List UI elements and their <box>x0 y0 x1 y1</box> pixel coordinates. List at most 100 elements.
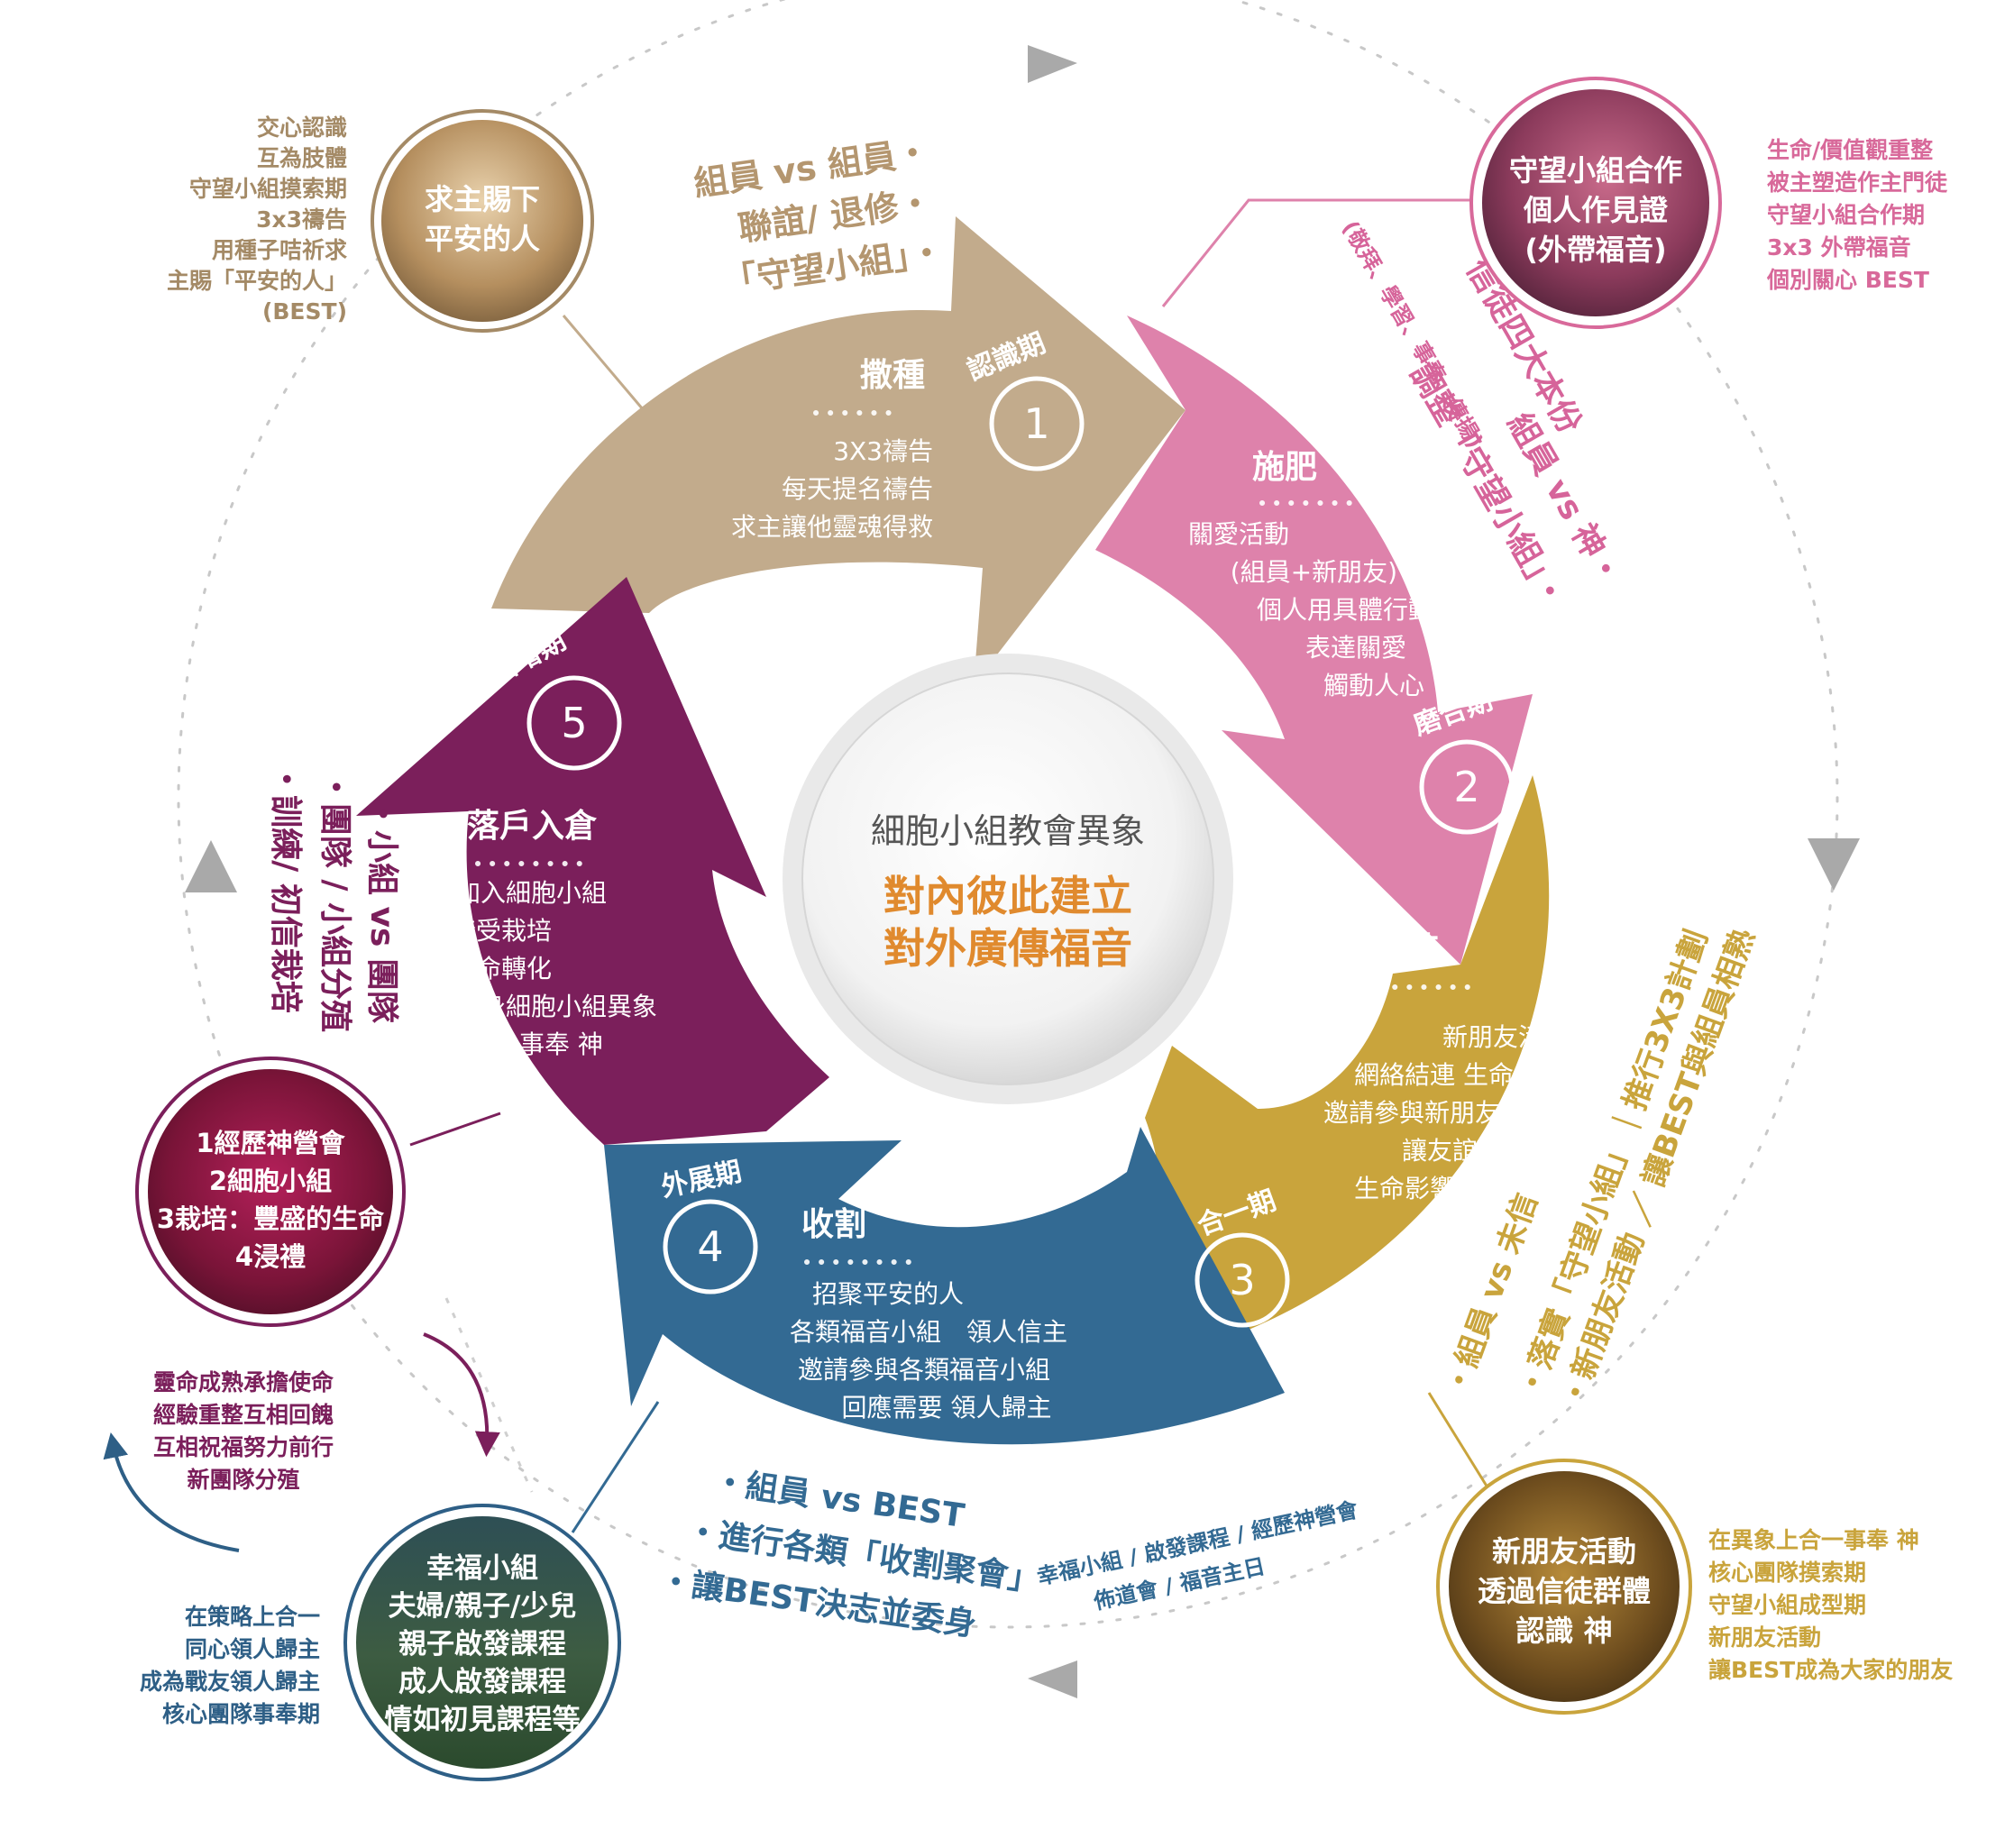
camp-note-4: 新團隊分殖 <box>187 1467 299 1493</box>
happy-line-2: 夫婦/親子/少兒 <box>389 1590 577 1623</box>
stage-4-ring <box>663 1199 758 1295</box>
peace-note-7: (BEST) <box>262 298 347 325</box>
stage-3-title: 育苗 <box>1374 931 1439 968</box>
peace-note-5: 用種子咭祈求 <box>212 237 347 263</box>
stage-3-number: 3 <box>1229 1256 1255 1304</box>
peace-line-2: 平安的人 <box>425 222 540 256</box>
camp-note-2: 經驗重整互相回餽 <box>153 1402 334 1428</box>
stage-1-arrow <box>491 216 1186 685</box>
stage-5-title: 落戶入倉 <box>467 808 597 845</box>
hub-line-2: 對外廣傳福音 <box>883 924 1132 973</box>
stage-5-outer-2: ・團隊 / 小組分殖 <box>316 771 353 1032</box>
stage-5-arrow <box>356 577 829 1145</box>
stage-4-activity-1: 招聚平安的人 <box>812 1279 964 1309</box>
stage-5-activity-2: 接受栽培 <box>451 916 552 946</box>
stage-1-activity-2: 每天提名禱告 <box>782 474 933 504</box>
stage-5-outer-3: ・訓練/ 初信栽培 <box>267 763 304 1013</box>
stage-2-outer-4: (敬拜、學習、事奉、傳揚) <box>1337 216 1488 453</box>
hub-line-1: 對內彼此建立 <box>883 872 1132 920</box>
peace-note-1: 交心認識 <box>257 114 347 141</box>
curved-arrow-blue-icon <box>103 1432 240 1552</box>
stage-3-activity-2: 網絡結連 生命見證 <box>1354 1060 1564 1090</box>
stage-4-activity-3: 邀請參與各類福音小組 <box>798 1355 1050 1385</box>
stage-2-activity-3: 個人用具體行動 <box>1257 595 1433 625</box>
stage-5-activity-4: 委身細胞小組異象 <box>455 992 657 1021</box>
watch-photo <box>1482 89 1709 316</box>
peace-note-2: 互為肢體 <box>257 145 347 171</box>
camp-line-3: 3栽培：豐盛的生命 <box>157 1203 385 1234</box>
friend-note-1: 在異象上合一事奉 神 <box>1708 1527 1919 1553</box>
hub-disc <box>801 672 1214 1085</box>
watch-note-5: 個別關心 BEST <box>1766 267 1929 293</box>
outer-orbit <box>177 0 1839 1629</box>
curved-arrow-purple-icon <box>423 1332 500 1458</box>
peace-line-1: 求主賜下 <box>425 182 540 216</box>
friend-photo <box>1449 1471 1680 1702</box>
friend-note-4: 新朋友活動 <box>1708 1624 1821 1651</box>
watch-note-4: 3x3 外帶福音 <box>1767 234 1911 261</box>
stage-3-activity-3: 邀請參與新朋友活動 <box>1323 1098 1551 1128</box>
stage-4-arrow <box>604 1127 1285 1445</box>
stage-2-activity-5: 觸動人心 <box>1323 671 1424 700</box>
stage-5-activity-1: 加入細胞小組 <box>455 878 607 908</box>
camp-photo <box>148 1069 393 1314</box>
stage-4-title: 收割 <box>801 1206 866 1243</box>
stage-4-activity-4: 回應需要 領人歸主 <box>842 1393 1052 1423</box>
stage-1-activity-1: 3X3禱告 <box>833 436 933 466</box>
connector-happy <box>571 1401 660 1533</box>
happy-photo <box>356 1516 609 1769</box>
friend-note-2: 核心團隊摸索期 <box>1708 1560 1866 1586</box>
happy-line-5: 情如初見課程等 <box>385 1704 581 1736</box>
connector-friend <box>1427 1392 1489 1488</box>
watch-note-1: 生命/價值觀重整 <box>1767 137 1933 163</box>
stage-5-activity-3: 生命轉化 <box>451 954 552 983</box>
stage-4-number: 4 <box>697 1222 723 1271</box>
happy-line-3: 親子啟發課程 <box>398 1628 566 1660</box>
stage-2-number: 2 <box>1453 763 1479 811</box>
watch-line-2: 個人作見證 <box>1523 193 1669 227</box>
watch-line-1: 守望小組合作 <box>1509 153 1682 188</box>
stage-1-activity-3: 求主讓他靈魂得救 <box>731 512 933 542</box>
watch-note-3: 守望小組合作期 <box>1767 202 1925 228</box>
happy-note-2: 同心領人歸主 <box>185 1636 320 1662</box>
friend-note-3: 守望小組成型期 <box>1708 1592 1866 1618</box>
happy-note-3: 成為戰友領人歸主 <box>140 1669 320 1695</box>
stage-5-activity-5: 同心事奉 神 <box>469 1029 603 1059</box>
happy-note-4: 核心團隊事奉期 <box>162 1701 320 1727</box>
camp-line-2: 2細胞小組 <box>209 1166 332 1196</box>
stage-3-arrow <box>1095 775 1550 1388</box>
camp-line-4: 4浸禮 <box>235 1241 306 1272</box>
happy-line-4: 成人啟發課程 <box>398 1666 566 1698</box>
stage-4-activity-2: 各類福音小組 領人信主 <box>790 1317 1067 1347</box>
friend-line-2: 透過信徒群體 <box>1478 1574 1651 1608</box>
orbit-arrow-top-icon <box>1028 45 1077 83</box>
stage-5-ring <box>526 675 622 771</box>
stage-2-activity-4: 表達關愛 <box>1305 633 1406 663</box>
stage-1-number: 1 <box>1023 399 1049 448</box>
peace-note-4: 3x3禱告 <box>256 206 347 233</box>
friend-line-1: 新朋友活動 <box>1492 1534 1636 1569</box>
connector-watch <box>1161 198 1501 307</box>
stage-5-number: 5 <box>561 699 587 747</box>
camp-note-3: 互相祝福努力前行 <box>153 1434 334 1460</box>
stage-2-activity-2: (組員+新朋友) <box>1231 557 1397 587</box>
stage-1-ring <box>989 376 1085 471</box>
orbit-arrow-bottom-icon <box>1028 1660 1077 1698</box>
stage-2-activity-1: 關愛活動 <box>1188 519 1289 549</box>
peace-note-3: 守望小組摸索期 <box>189 176 347 202</box>
peace-note-6: 主賜「平安的人」 <box>167 268 347 294</box>
orbit-arrow-right-icon <box>1808 838 1860 891</box>
friend-note-5: 讓BEST成為大家的朋友 <box>1708 1657 1953 1683</box>
watch-line-3: (外帶福音) <box>1524 233 1666 267</box>
stage-5-outer-1: ・小組 vs 團隊 <box>363 798 400 1023</box>
connector-camp <box>409 1112 501 1147</box>
camp-note-1: 靈命成熟承擔使命 <box>153 1369 334 1395</box>
friend-line-3: 認識 神 <box>1515 1614 1612 1648</box>
stage-3-activity-5: 生命影響生命 <box>1354 1174 1506 1203</box>
stage-1-title: 撒種 <box>860 357 925 394</box>
watch-note-2: 被主塑造作主門徒 <box>1767 169 1948 196</box>
stage-3-activity-1: 新朋友活動 <box>1442 1022 1569 1052</box>
peace-photo <box>381 120 583 322</box>
happy-line-1: 幸福小組 <box>426 1552 538 1585</box>
